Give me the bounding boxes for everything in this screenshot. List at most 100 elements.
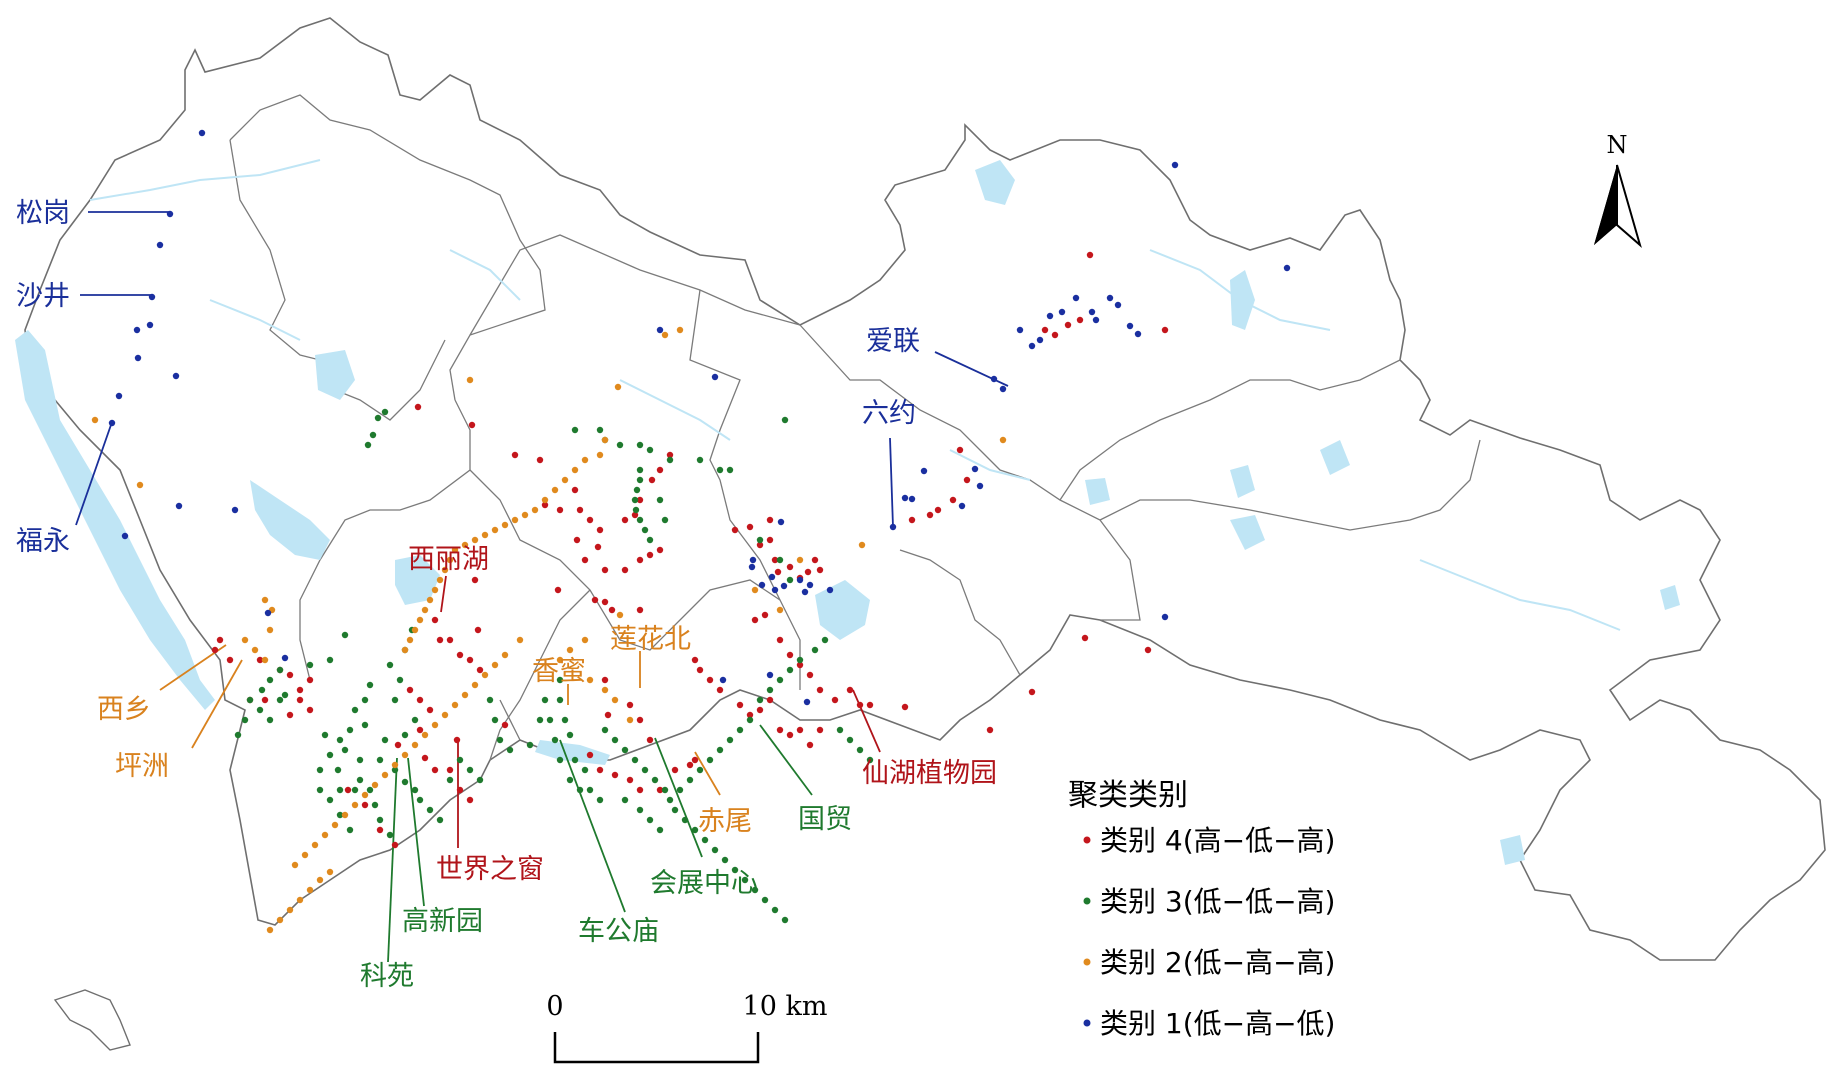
point-cat3 (576, 786, 584, 794)
point-cat1 (1092, 316, 1100, 324)
point-cat2 (556, 656, 564, 664)
point-cat3 (456, 756, 464, 764)
district-boundaries (229, 94, 1481, 761)
point-cat3 (636, 441, 644, 449)
north-arrow: N (1594, 131, 1642, 248)
point-cat4 (306, 706, 314, 714)
point-cat3 (581, 766, 589, 774)
point-cat4 (216, 636, 224, 644)
point-cat3 (351, 706, 359, 714)
point-cat1 (146, 321, 154, 329)
shenzhen-land (24, 17, 1826, 961)
point-cat3 (571, 756, 579, 764)
point-cat3 (636, 516, 644, 524)
point-cat1 (719, 676, 727, 684)
point-cat3 (661, 516, 669, 524)
point-cat3 (356, 756, 364, 764)
point-cat4 (608, 606, 616, 614)
point-cat1 (780, 582, 788, 590)
point-cat3 (546, 716, 554, 724)
point-cat3 (616, 441, 624, 449)
point-cat3 (711, 846, 719, 854)
point-cat2 (501, 651, 509, 659)
legend-label-cat4: 类别 4(高−低−高) (1100, 824, 1336, 857)
point-cat1 (175, 502, 183, 510)
point-cat1 (803, 698, 811, 706)
point-cat1 (1046, 312, 1054, 320)
point-cat2 (421, 606, 429, 614)
point-cat4 (671, 766, 679, 774)
point-cat4 (746, 523, 754, 531)
point-cat3 (621, 746, 629, 754)
point-cat4 (416, 696, 424, 704)
legend-swatch-cat1 (1083, 1019, 1091, 1027)
point-cat4 (811, 556, 819, 564)
point-cat2 (586, 676, 594, 684)
point-cat4 (926, 511, 934, 519)
point-cat3 (636, 476, 644, 484)
point-cat3 (781, 916, 789, 924)
point-cat1 (1016, 326, 1024, 334)
point-cat4 (796, 661, 804, 669)
point-cat4 (731, 526, 739, 534)
point-cat3 (696, 456, 704, 464)
point-cat3 (376, 756, 384, 764)
point-cat4 (456, 651, 464, 659)
cluster-points (91, 129, 1291, 934)
point-cat4 (501, 721, 509, 729)
point-cat3 (706, 756, 714, 764)
point-cat2 (596, 451, 604, 459)
point-cat2 (276, 916, 284, 924)
label-xiangmi: 香蜜 (532, 656, 586, 687)
point-cat2 (411, 741, 419, 749)
legend-swatch-cat2 (1083, 958, 1091, 966)
point-cat3 (866, 756, 874, 764)
point-cat4 (949, 496, 957, 504)
point-cat2 (416, 616, 424, 624)
point-cat4 (361, 801, 369, 809)
point-cat1 (156, 241, 164, 249)
point-cat3 (666, 796, 674, 804)
point-cat3 (306, 661, 314, 669)
point-cat3 (701, 836, 709, 844)
point-cat3 (636, 466, 644, 474)
point-cat4 (846, 686, 854, 694)
point-cat4 (866, 701, 874, 709)
point-cat2 (501, 521, 509, 529)
point-cat3 (411, 716, 419, 724)
point-cat4 (908, 516, 916, 524)
point-cat2 (381, 771, 389, 779)
point-cat3 (556, 756, 564, 764)
point-cat2 (441, 566, 449, 574)
point-cat4 (581, 556, 589, 564)
point-cat2 (451, 546, 459, 554)
point-cat3 (696, 766, 704, 774)
point-cat4 (1081, 634, 1089, 642)
point-cat3 (401, 731, 409, 739)
point-cat3 (776, 556, 784, 564)
point-cat4 (756, 541, 764, 549)
point-cat3 (641, 766, 649, 774)
point-cat4 (806, 671, 814, 679)
point-cat4 (466, 796, 474, 804)
point-cat3 (361, 696, 369, 704)
point-cat2 (401, 751, 409, 759)
point-cat4 (656, 786, 664, 794)
point-cat3 (381, 408, 389, 416)
point-cat2 (441, 711, 449, 719)
point-cat4 (751, 616, 759, 624)
point-cat4 (1028, 688, 1036, 696)
point-cat4 (1041, 326, 1049, 334)
point-cat3 (234, 731, 242, 739)
point-cat4 (573, 536, 581, 544)
point-cat1 (958, 502, 966, 510)
point-cat1 (901, 494, 909, 502)
point-cat1 (198, 129, 206, 137)
point-cat3 (786, 666, 794, 674)
point-cat2 (611, 696, 619, 704)
point-cat4 (746, 711, 754, 719)
point-cat3 (566, 731, 574, 739)
point-cat3 (796, 656, 804, 664)
point-cat4 (596, 766, 604, 774)
point-cat4 (256, 656, 264, 664)
